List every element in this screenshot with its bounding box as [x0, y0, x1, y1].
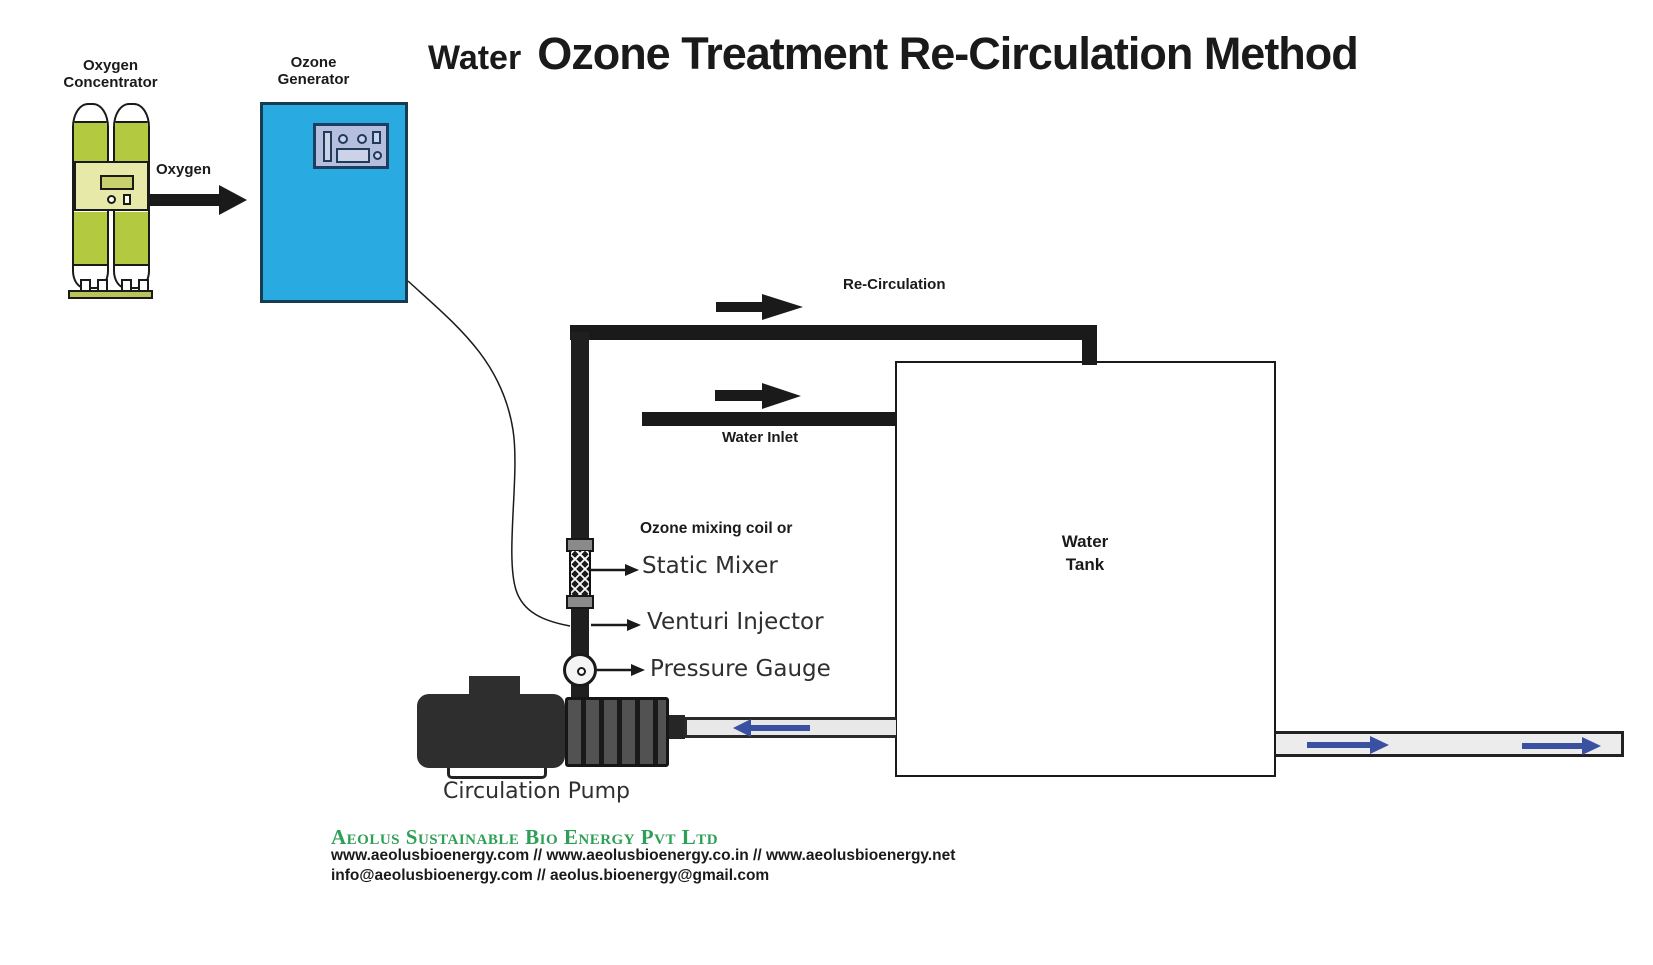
pump-coupling [668, 715, 685, 739]
pressure-gauge-leader-arrow [597, 664, 645, 676]
static-mixer-label: Static Mixer [642, 553, 778, 579]
static-mixer-leader-arrow [590, 564, 639, 576]
pressure-gauge-label: Pressure Gauge [650, 656, 831, 682]
recirculation-pipe-downcomer [1082, 338, 1097, 365]
company-name: Aeolus Sustainable Bio Energy Pvt Ltd [331, 825, 719, 849]
venturi-leader-arrow [591, 619, 641, 631]
riser-pipe [571, 332, 589, 697]
water-inlet-label: Water Inlet [721, 429, 799, 446]
pump-base-bracket [447, 765, 547, 779]
recirculation-label: Re-Circulation [843, 276, 946, 293]
title-prefix: Water [428, 39, 522, 77]
panel-indicator [338, 134, 348, 144]
static-mixer-element [569, 551, 591, 596]
cylinder-leg [97, 279, 108, 292]
panel-indicator [373, 151, 382, 160]
water-inlet-arrow [715, 383, 801, 409]
panel-switch [372, 131, 381, 144]
concentrator-control-panel [74, 161, 149, 211]
panel-indicator [357, 134, 367, 144]
pump-motor [417, 694, 565, 768]
mixer-fitting-top [566, 538, 594, 552]
mixer-fitting-bottom [566, 595, 594, 609]
concentrator-display [100, 175, 134, 190]
ozone-generator-box [260, 102, 408, 303]
gauge-center [577, 667, 586, 676]
water-inlet-pipe [642, 412, 897, 426]
concentrator-base [68, 290, 153, 299]
pump-terminal-box [469, 676, 520, 696]
recirculation-pipe-horizontal [570, 325, 1097, 340]
ozone-mixing-note: Ozone mixing coil or [640, 520, 793, 537]
cylinder-leg [80, 279, 91, 292]
tank-outlet-pipe [1276, 731, 1624, 757]
company-websites: www.aeolusbioenergy.com // www.aeolusbio… [331, 847, 956, 864]
cylinder-leg [121, 279, 132, 292]
suction-pipe [684, 717, 896, 738]
ozone-generator-label: Ozone Generator [277, 54, 350, 88]
pump-head [565, 697, 669, 767]
ozone-tube-line [407, 280, 571, 627]
recirculation-arrow [716, 294, 803, 320]
circulation-pump-label: Circulation Pump [443, 779, 631, 804]
cylinder-leg [138, 279, 149, 292]
title-main: Ozone Treatment Re-Circulation Method [537, 28, 1359, 79]
oxygen-flow-arrow [147, 185, 247, 215]
panel-slider [323, 131, 332, 162]
panel-display [336, 148, 370, 163]
generator-control-panel [313, 123, 389, 169]
concentrator-switch [123, 194, 131, 205]
page-title: Water Ozone Treatment Re-Circulation Met… [428, 28, 1359, 80]
venturi-injector-label: Venturi Injector [647, 609, 824, 635]
water-tank-label: Water Tank [1061, 532, 1109, 574]
oxygen-flow-label: Oxygen [156, 161, 212, 178]
oxygen-concentrator-label: Oxygen Concentrator [63, 57, 158, 91]
pressure-gauge-dial [563, 653, 597, 687]
concentrator-knob [107, 195, 116, 204]
company-emails: info@aeolusbioenergy.com // aeolus.bioen… [331, 867, 770, 884]
